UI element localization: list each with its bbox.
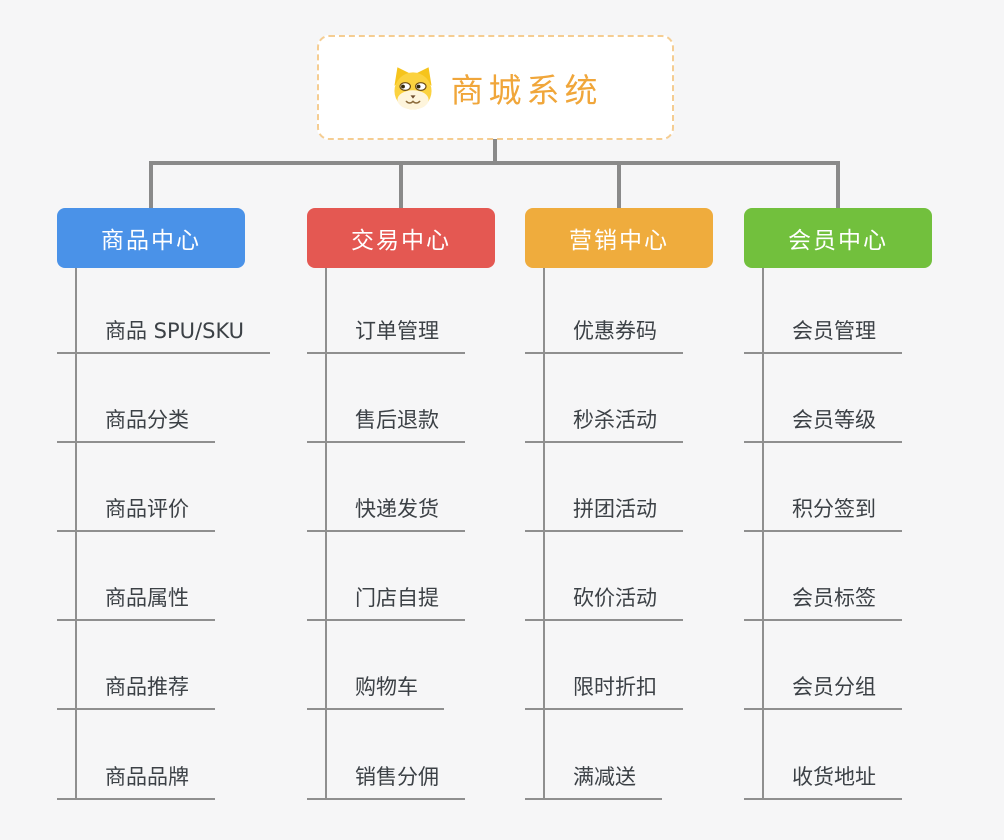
connector-drop-member — [836, 161, 840, 208]
leaf-label[interactable]: 满减送 — [525, 763, 662, 800]
root-node-title: 商城系统 — [450, 70, 603, 110]
leaf-node[interactable]: 积分签到 — [744, 443, 996, 532]
leaf-node[interactable]: 购物车 — [307, 621, 559, 710]
leaf-label[interactable]: 商品 SPU/SKU — [57, 317, 271, 354]
branch-children-product-center: 商品 SPU/SKU 商品分类 商品评价 商品属性 商品推荐 商品品牌 — [57, 268, 309, 800]
leaf-node[interactable]: 售后退款 — [307, 354, 559, 443]
connector-drop-marketing — [617, 161, 621, 208]
connector-horizontal-line — [149, 161, 840, 165]
root-node[interactable]: 商城系统 — [317, 35, 674, 140]
leaf-node[interactable]: 会员标签 — [744, 532, 996, 621]
branch-children-member-center: 会员管理 会员等级 积分签到 会员标签 会员分组 收货地址 — [744, 268, 996, 800]
leaf-label[interactable]: 购物车 — [307, 673, 444, 710]
leaf-label[interactable]: 商品分类 — [57, 406, 215, 443]
leaf-node[interactable]: 砍价活动 — [525, 532, 777, 621]
leaf-label[interactable]: 会员分组 — [744, 673, 902, 710]
branch-rail — [75, 268, 77, 800]
branch-label: 商品中心 — [101, 228, 201, 254]
connector-drop-trade — [399, 161, 403, 208]
leaf-label[interactable]: 限时折扣 — [525, 673, 683, 710]
branch-label: 会员中心 — [788, 228, 888, 254]
leaf-label[interactable]: 商品品牌 — [57, 763, 215, 800]
leaf-label[interactable]: 商品评价 — [57, 495, 215, 532]
leaf-label[interactable]: 秒杀活动 — [525, 406, 683, 443]
branch-children-trade-center: 订单管理 售后退款 快递发货 门店自提 购物车 销售分佣 — [307, 268, 559, 800]
leaf-label[interactable]: 收货地址 — [744, 763, 902, 800]
leaf-node[interactable]: 销售分佣 — [307, 710, 559, 800]
branch-rail — [762, 268, 764, 800]
branch-node-marketing-center[interactable]: 营销中心 — [525, 208, 713, 268]
leaf-label[interactable]: 积分签到 — [744, 495, 902, 532]
leaf-node[interactable]: 商品 SPU/SKU — [57, 268, 309, 354]
branch-children-marketing-center: 优惠券码 秒杀活动 拼团活动 砍价活动 限时折扣 满减送 — [525, 268, 777, 800]
leaf-node[interactable]: 商品评价 — [57, 443, 309, 532]
leaf-node[interactable]: 商品属性 — [57, 532, 309, 621]
leaf-node[interactable]: 商品分类 — [57, 354, 309, 443]
leaf-label[interactable]: 会员标签 — [744, 584, 902, 621]
leaf-label[interactable]: 会员管理 — [744, 317, 902, 354]
leaf-node[interactable]: 收货地址 — [744, 710, 996, 800]
branch-rail — [325, 268, 327, 800]
branch-node-product-center[interactable]: 商品中心 — [57, 208, 245, 268]
leaf-label[interactable]: 砍价活动 — [525, 584, 683, 621]
leaf-label[interactable]: 会员等级 — [744, 406, 902, 443]
leaf-label[interactable]: 售后退款 — [307, 406, 465, 443]
leaf-node[interactable]: 商品品牌 — [57, 710, 309, 800]
leaf-label[interactable]: 商品属性 — [57, 584, 215, 621]
branch-label: 交易中心 — [351, 228, 451, 254]
leaf-node[interactable]: 订单管理 — [307, 268, 559, 354]
leaf-node[interactable]: 会员管理 — [744, 268, 996, 354]
leaf-node[interactable]: 快递发货 — [307, 443, 559, 532]
leaf-node[interactable]: 满减送 — [525, 710, 777, 800]
leaf-label[interactable]: 销售分佣 — [307, 763, 465, 800]
branch-rail — [543, 268, 545, 800]
leaf-node[interactable]: 门店自提 — [307, 532, 559, 621]
dog-face-icon — [393, 66, 432, 110]
branch-node-trade-center[interactable]: 交易中心 — [307, 208, 495, 268]
leaf-label[interactable]: 门店自提 — [307, 584, 465, 621]
leaf-node[interactable]: 秒杀活动 — [525, 354, 777, 443]
leaf-label[interactable]: 快递发货 — [307, 495, 465, 532]
leaf-node[interactable]: 限时折扣 — [525, 621, 777, 710]
connector-drop-product — [149, 161, 153, 208]
leaf-label[interactable]: 订单管理 — [307, 317, 465, 354]
leaf-node[interactable]: 拼团活动 — [525, 443, 777, 532]
leaf-node[interactable]: 会员分组 — [744, 621, 996, 710]
leaf-label[interactable]: 优惠券码 — [525, 317, 683, 354]
connector-root-stub — [493, 139, 497, 163]
leaf-node[interactable]: 商品推荐 — [57, 621, 309, 710]
leaf-label[interactable]: 商品推荐 — [57, 673, 215, 710]
branch-node-member-center[interactable]: 会员中心 — [744, 208, 932, 268]
leaf-label[interactable]: 拼团活动 — [525, 495, 683, 532]
leaf-node[interactable]: 优惠券码 — [525, 268, 777, 354]
leaf-node[interactable]: 会员等级 — [744, 354, 996, 443]
branch-label: 营销中心 — [569, 228, 669, 254]
